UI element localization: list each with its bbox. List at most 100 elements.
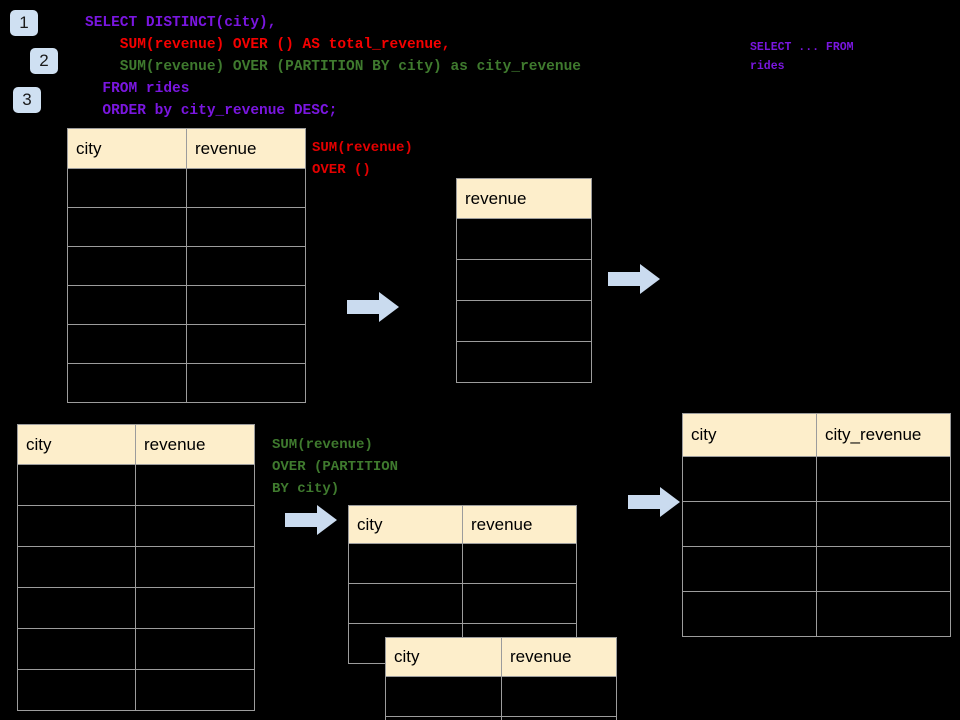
table-row [385, 676, 617, 717]
table-row [17, 546, 255, 588]
table-header-row: city city_revenue [682, 413, 951, 457]
table-row [17, 669, 255, 711]
table-row [682, 456, 951, 502]
table-cell [67, 363, 187, 403]
sql-line-total-revenue: SUM(revenue) OVER () AS total_revenue, [85, 37, 451, 53]
table-cell [816, 501, 951, 547]
table-header-row: city revenue [385, 637, 617, 677]
table-cell [135, 464, 255, 506]
column-header-revenue: revenue [462, 505, 577, 544]
table-row [17, 464, 255, 506]
step-badge-3: 3 [13, 87, 41, 113]
table-row [67, 246, 306, 286]
table-cell [67, 246, 187, 286]
rides-table-top: city revenue [67, 128, 306, 403]
column-header-revenue: revenue [135, 424, 255, 465]
table-cell [348, 583, 463, 624]
table-cell [816, 456, 951, 502]
table-row [456, 300, 592, 342]
column-header-city: city [682, 413, 817, 457]
table-row [17, 587, 255, 629]
table-row [67, 363, 306, 403]
table-row [348, 583, 577, 624]
table-cell [67, 207, 187, 247]
column-header-city: city [17, 424, 136, 465]
annotation-total-revenue-line-2: OVER () [312, 162, 371, 178]
column-header-city-revenue: city_revenue [816, 413, 951, 457]
table-cell [135, 628, 255, 670]
table-cell [17, 587, 136, 629]
table-row [456, 259, 592, 301]
table-cell [682, 456, 817, 502]
table-cell [186, 246, 306, 286]
table-cell [186, 168, 306, 208]
table-cell [501, 676, 617, 717]
column-header-revenue: revenue [186, 128, 306, 169]
flow-arrow-4 [628, 487, 680, 517]
table-row [682, 501, 951, 547]
sql-line-select: SELECT DISTINCT(city), [85, 15, 277, 31]
table-cell [186, 363, 306, 403]
table-cell [456, 341, 592, 383]
sql-line-order-by: ORDER by city_revenue DESC; [85, 103, 338, 119]
annotation-city-revenue-line-1: SUM(revenue) [272, 437, 373, 453]
total-revenue-table: revenue [456, 178, 592, 383]
table-cell [462, 543, 577, 584]
table-row [456, 218, 592, 260]
table-row [67, 168, 306, 208]
flow-arrow-1 [347, 292, 399, 322]
table-cell [186, 324, 306, 364]
sql-line-from: FROM rides [85, 81, 190, 97]
table-cell [682, 546, 817, 592]
table-cell [456, 300, 592, 342]
table-row [67, 207, 306, 247]
table-row [385, 716, 617, 720]
column-header-city: city [67, 128, 187, 169]
table-cell [135, 587, 255, 629]
table-row [682, 591, 951, 637]
table-cell [462, 583, 577, 624]
table-cell [67, 285, 187, 325]
table-cell [348, 543, 463, 584]
table-cell [682, 501, 817, 547]
table-cell [17, 464, 136, 506]
table-cell [385, 676, 502, 717]
table-row [67, 324, 306, 364]
column-header-revenue: revenue [456, 178, 592, 219]
table-cell [816, 591, 951, 637]
table-cell [17, 505, 136, 547]
table-header-row: city revenue [17, 424, 255, 465]
flow-arrow-2 [608, 264, 660, 294]
table-row [17, 628, 255, 670]
table-cell [135, 546, 255, 588]
rides-table-bottom: city revenue [17, 424, 255, 711]
table-cell [67, 324, 187, 364]
annotation-city-revenue-line-2: OVER (PARTITION [272, 459, 399, 475]
step-badge-2: 2 [30, 48, 58, 74]
annotation-city-revenue-line-3: BY city) [272, 481, 340, 497]
table-cell [67, 168, 187, 208]
table-cell [682, 591, 817, 637]
table-cell [385, 716, 502, 720]
table-row [67, 285, 306, 325]
table-cell [135, 669, 255, 711]
result-table: city city_revenue [682, 413, 951, 637]
column-header-revenue: revenue [501, 637, 617, 677]
table-cell [186, 285, 306, 325]
table-cell [17, 628, 136, 670]
column-header-city: city [385, 637, 502, 677]
side-note-line-1: SELECT ... FROM [750, 41, 854, 54]
annotation-total-revenue-line-1: SUM(revenue) [312, 140, 413, 156]
table-cell [456, 259, 592, 301]
table-cell [456, 218, 592, 260]
table-cell [135, 505, 255, 547]
table-header-row: city revenue [67, 128, 306, 169]
table-header-row: city revenue [348, 505, 577, 544]
table-row [348, 543, 577, 584]
side-note-line-2: rides [750, 60, 785, 73]
flow-arrow-3 [285, 505, 337, 535]
table-row [456, 341, 592, 383]
table-cell [17, 669, 136, 711]
partition-table-front: city revenue [385, 637, 617, 720]
